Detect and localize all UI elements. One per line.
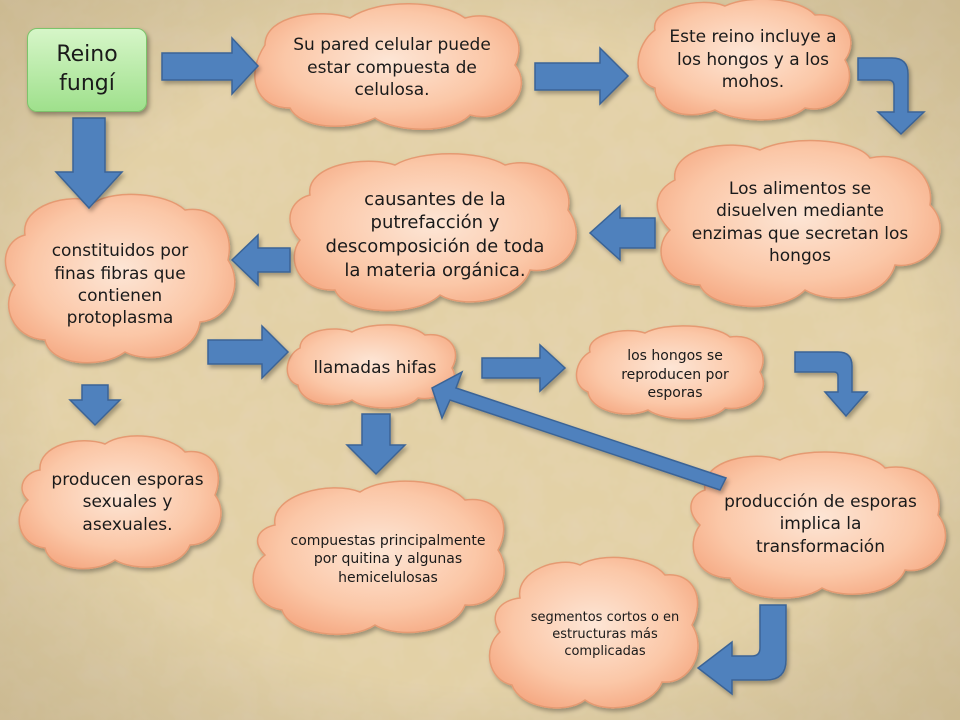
cloud-pared-celular xyxy=(254,3,522,130)
arrow-reproducen-to-produccion-curved xyxy=(794,351,869,418)
cloud-segmentos xyxy=(488,556,699,709)
cloud-putrefaccion xyxy=(289,153,578,312)
cloud-produccion xyxy=(690,451,947,599)
cloud-reproducen xyxy=(575,325,765,420)
node-produccion: producción de esporas implica la transfo… xyxy=(724,491,917,557)
arrow-hifas-to-reproducen xyxy=(481,343,567,393)
node-constituidos: constituidos por finas fibras que contie… xyxy=(51,241,189,329)
node-putrefaccion: causantes de la putrefacción y descompos… xyxy=(325,188,545,281)
arrow-produccion-to-hifas xyxy=(431,370,728,491)
arrow-produccion-to-segmentos-curved xyxy=(696,604,787,696)
arrow-pared-to-hongos xyxy=(534,46,630,106)
node-pared-celular: Su pared celular puede estar compuesta d… xyxy=(293,35,491,101)
cloud-esporas-sexuales xyxy=(18,435,222,570)
cloud-alimentos xyxy=(656,139,941,308)
arrow-root-to-pared xyxy=(161,36,260,96)
node-hongos-mohos: Este reino incluye a los hongos y a los … xyxy=(669,27,837,93)
cloud-constituidos xyxy=(4,193,236,364)
arrow-alimentos-to-putrefaccion xyxy=(588,204,656,262)
arrow-constituidos-to-esporas xyxy=(68,384,122,427)
arrow-hifas-to-quitina xyxy=(345,413,407,476)
root-node-label: Reino fungí xyxy=(56,42,118,96)
node-quitina: compuestas principalmente por quitina y … xyxy=(290,532,486,586)
node-alimentos: Los alimentos se disuelven mediante enzi… xyxy=(691,178,909,266)
root-node-reino-fungi: Reino fungí xyxy=(27,28,147,112)
node-segmentos: segmentos cortos o en estructuras más co… xyxy=(530,609,680,660)
arrow-putrefaccion-to-constituidos xyxy=(230,233,291,287)
node-reproducen: los hongos se reproducen por esporas xyxy=(621,348,729,402)
arrow-constituidos-to-hifas xyxy=(207,324,290,380)
arrow-hongos-to-alimentos-curved xyxy=(857,57,926,136)
cloud-quitina xyxy=(252,480,505,636)
cloud-hongos-mohos xyxy=(637,0,852,121)
node-hifas: llamadas hifas xyxy=(313,357,437,378)
arrow-root-to-constituidos xyxy=(54,117,124,210)
node-esporas-sexuales: producen esporas sexuales y asexuales. xyxy=(51,469,204,535)
